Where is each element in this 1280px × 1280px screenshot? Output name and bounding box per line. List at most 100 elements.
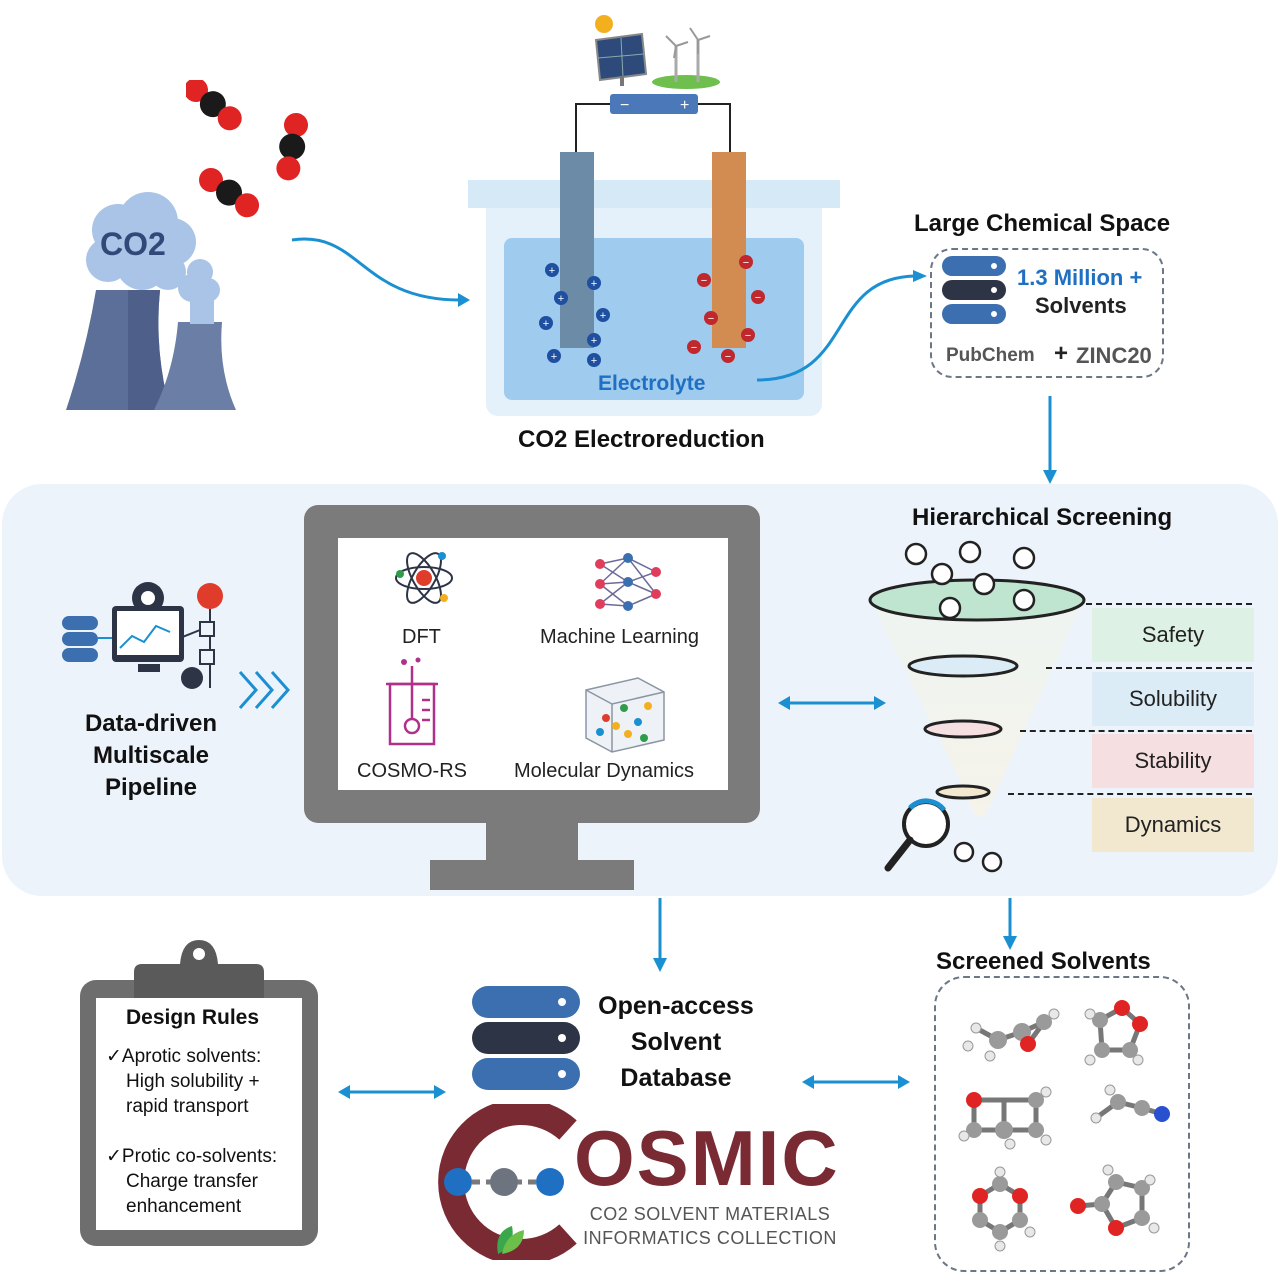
svg-text:+: + <box>591 278 597 290</box>
stage-dynamics: Dynamics <box>1092 798 1254 852</box>
method-ml: Machine Learning <box>540 626 699 649</box>
stage-solubility: Solubility <box>1092 672 1254 726</box>
chemical-space-box <box>930 248 1164 378</box>
svg-text:−: − <box>708 313 714 325</box>
pipeline-title-line3: Pipeline <box>104 774 198 801</box>
design-rule-1: ✓Aprotic solvents: High solubility + rap… <box>106 1044 261 1119</box>
screening-funnel-icon <box>868 540 1086 873</box>
svg-text:+: + <box>591 355 597 367</box>
svg-text:+: + <box>549 265 555 277</box>
rule1-line2: High solubility + <box>126 1071 260 1092</box>
clipboard-paper <box>96 998 302 1230</box>
svg-text:−: − <box>743 257 749 269</box>
method-dft: DFT <box>402 626 441 649</box>
zinc20-text: ZINC20 <box>1076 343 1152 368</box>
method-md: Molecular Dynamics <box>514 760 694 783</box>
zinc20-logo: ZINC20 <box>1076 343 1152 369</box>
cosmic-wordmark: OSMIC <box>574 1116 840 1200</box>
data-pipeline-icon <box>62 582 223 689</box>
svg-text:+: + <box>551 351 557 363</box>
stage-divider-2 <box>1046 667 1252 669</box>
method-cosmo: COSMO-RS <box>357 760 467 783</box>
flow-arrow-down-database <box>653 898 667 972</box>
plus-sign: + <box>1054 340 1068 368</box>
molecules-grid-icon <box>958 1000 1170 1252</box>
rule2-line2: Charge transfer <box>126 1171 259 1192</box>
electroreduction-title: CO2 Electroreduction <box>518 426 765 454</box>
cosmic-subtitle: CO2 SOLVENT MATERIALS INFORMATICS COLLEC… <box>570 1202 850 1250</box>
design-rules-title-text: Design Rules <box>126 1006 260 1029</box>
rule2-line3: enhancement <box>126 1196 242 1217</box>
electroreduction-title-text: CO2 Electroreduction <box>518 426 765 453</box>
atom-icon <box>395 552 453 604</box>
flow-arrow-to-chemical-space <box>756 270 927 382</box>
renewable-energy-icon <box>594 15 720 89</box>
pubchem-text: PubChem <box>946 345 1035 366</box>
co2-label: CO2 <box>100 226 166 263</box>
database-title: Open-access Solvent Database <box>586 988 766 1096</box>
method-cosmo-text: COSMO-RS <box>357 760 467 782</box>
svg-text:−: − <box>755 292 761 304</box>
check-icon: ✓ <box>106 1146 122 1167</box>
stage-divider-3 <box>1020 730 1252 732</box>
database-icon <box>942 256 1006 324</box>
svg-text:+: + <box>591 335 597 347</box>
hierarchical-screening-title: Hierarchical Screening <box>912 504 1172 532</box>
double-arrow-monitor-funnel <box>778 696 886 710</box>
database-title-line3: Database <box>620 1064 732 1092</box>
co2-label-text: CO2 <box>100 226 166 262</box>
stage-solubility-text: Solubility <box>1128 686 1218 711</box>
stage-safety: Safety <box>1092 608 1254 662</box>
solvent-unit: Solvents <box>1035 293 1127 319</box>
chevron-right-icon <box>238 671 291 709</box>
plus-sign-text: + <box>1054 340 1069 367</box>
stage-dynamics-text: Dynamics <box>1124 812 1222 837</box>
monitor-stand-base <box>430 860 634 890</box>
svg-text:−: − <box>691 342 697 354</box>
svg-text:+: + <box>600 310 606 322</box>
beaker-icon <box>386 657 438 746</box>
double-arrow-database-screened <box>802 1075 910 1089</box>
hierarchical-screening-title-text: Hierarchical Screening <box>912 504 1173 531</box>
stage-divider-4 <box>1008 793 1252 795</box>
database-title-line1: Open-access <box>598 992 754 1020</box>
flow-arrow-down-screening <box>1043 396 1057 484</box>
method-md-text: Molecular Dynamics <box>514 760 695 782</box>
pipeline-title-line1: Data-driven <box>84 710 218 737</box>
svg-text:−: − <box>725 351 731 363</box>
svg-text:+: + <box>558 293 564 305</box>
stage-divider-1 <box>1086 603 1252 605</box>
large-chemical-space-title-text: Large Chemical Space <box>914 210 1171 237</box>
cosmic-logo <box>438 1104 577 1260</box>
screened-solvents-box <box>934 976 1190 1272</box>
database-title-line2: Solvent <box>630 1028 722 1056</box>
electrolyte-label-text: Electrolyte <box>598 372 706 395</box>
screened-solvents-title: Screened Solvents <box>936 948 1151 976</box>
clipboard-clip-icon <box>134 940 264 998</box>
cosmic-subtitle-line2: INFORMATICS COLLECTION <box>583 1228 837 1248</box>
co2-molecules-icon <box>186 80 308 218</box>
stage-safety-text: Safety <box>1141 622 1205 647</box>
solvent-count: 1.3 Million + <box>1017 265 1142 291</box>
pipeline-title: Data-driven Multiscale Pipeline <box>56 708 246 804</box>
stage-stability: Stability <box>1092 734 1254 788</box>
design-rule-2: ✓Protic co-solvents: Charge transfer enh… <box>106 1144 277 1219</box>
molecular-dynamics-cube-icon <box>585 677 665 753</box>
svg-text:+: + <box>543 318 549 330</box>
cosmic-subtitle-line1: CO2 SOLVENT MATERIALS <box>589 1204 831 1224</box>
monitor-stand-neck <box>486 823 578 863</box>
flow-arrow-down-screened <box>1003 898 1017 950</box>
electrolyte-label: Electrolyte <box>598 372 705 396</box>
power-plant-icon <box>66 192 236 410</box>
neural-network-icon <box>595 553 661 611</box>
solvent-database-icon <box>472 986 580 1090</box>
electrolysis-cell: +++ +++ ++ −−− −−−− <box>468 152 840 416</box>
pubchem-logo: PubChem <box>946 345 1035 367</box>
cosmic-wordmark-text: OSMIC <box>574 1114 840 1202</box>
svg-text:+: + <box>680 97 689 114</box>
svg-text:−: − <box>620 97 629 114</box>
svg-text:−: − <box>701 275 707 287</box>
double-arrow-rules-database <box>338 1085 446 1099</box>
rule1-line1: Aprotic solvents: <box>121 1046 262 1067</box>
pipeline-title-line2: Multiscale <box>92 742 210 769</box>
